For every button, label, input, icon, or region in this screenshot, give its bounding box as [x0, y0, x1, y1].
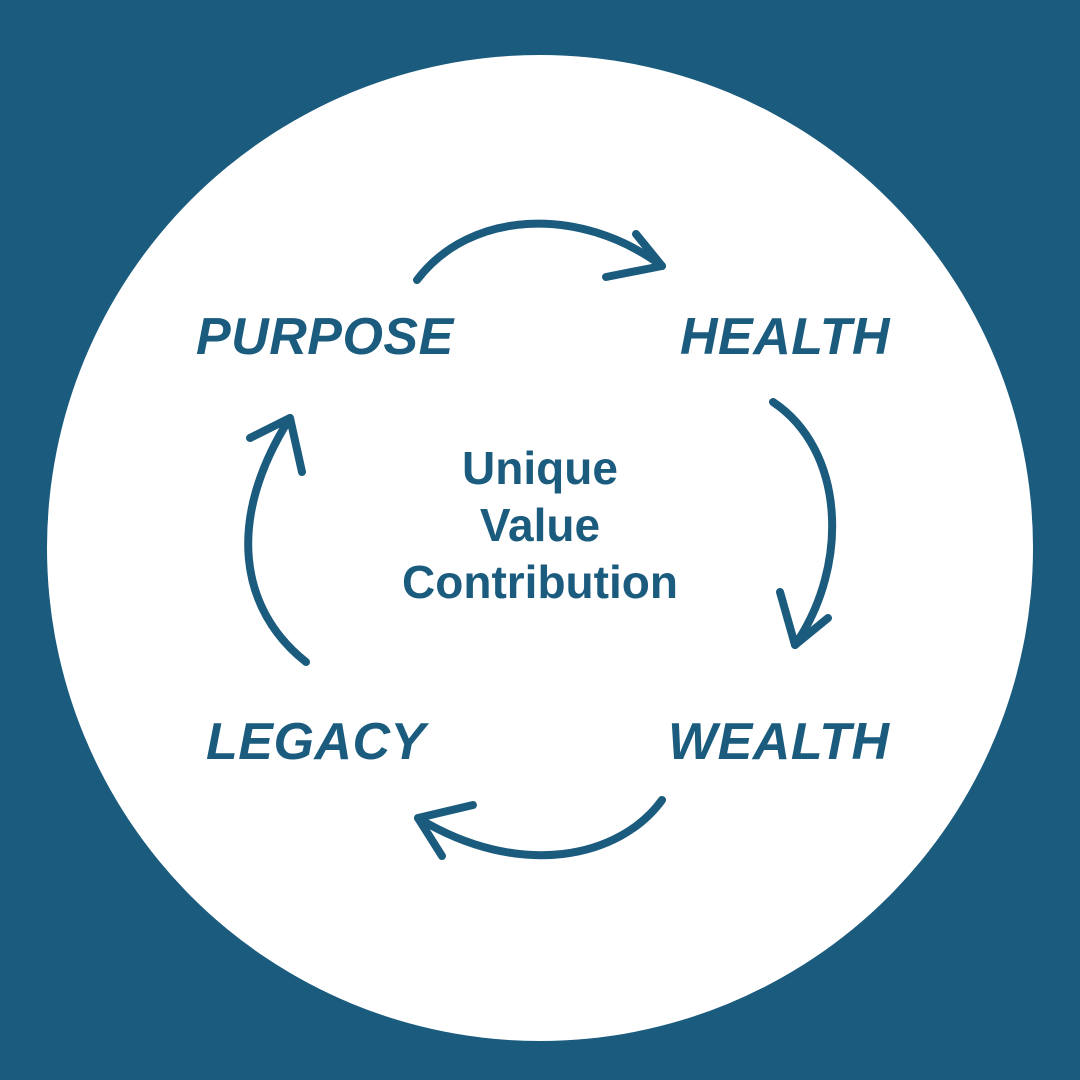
arrow-wealth-to-legacy-shaft: [414, 796, 666, 860]
arrow-wealth-to-legacy-head: [414, 801, 477, 860]
arrow-health-to-wealth-shaft: [769, 398, 837, 649]
center-label-line: Value: [479, 499, 601, 551]
arrow-wealth-to-legacy: [414, 796, 666, 860]
arrow-health-to-wealth-head: [776, 588, 832, 649]
stage-label-legacy: LEGACY: [206, 713, 426, 771]
stage-label-purpose: PURPOSE: [196, 308, 454, 366]
center-label: Unique Value Contribution: [340, 440, 740, 611]
center-label-line: Contribution: [402, 556, 678, 608]
arrow-purpose-to-health-shaft: [413, 219, 666, 284]
arrow-legacy-to-purpose-head: [246, 414, 306, 476]
center-label-line: Unique: [462, 442, 618, 494]
stage-label-health: HEALTH: [680, 308, 891, 366]
stage-label-wealth: WEALTH: [668, 713, 890, 771]
background-circle: [47, 55, 1033, 1041]
arrow-purpose-to-health: [413, 219, 666, 284]
arrow-purpose-to-health-head: [602, 230, 666, 281]
arrow-legacy-to-purpose-shaft: [244, 414, 310, 666]
arrow-health-to-wealth: [769, 398, 837, 649]
arrow-legacy-to-purpose: [244, 414, 310, 666]
